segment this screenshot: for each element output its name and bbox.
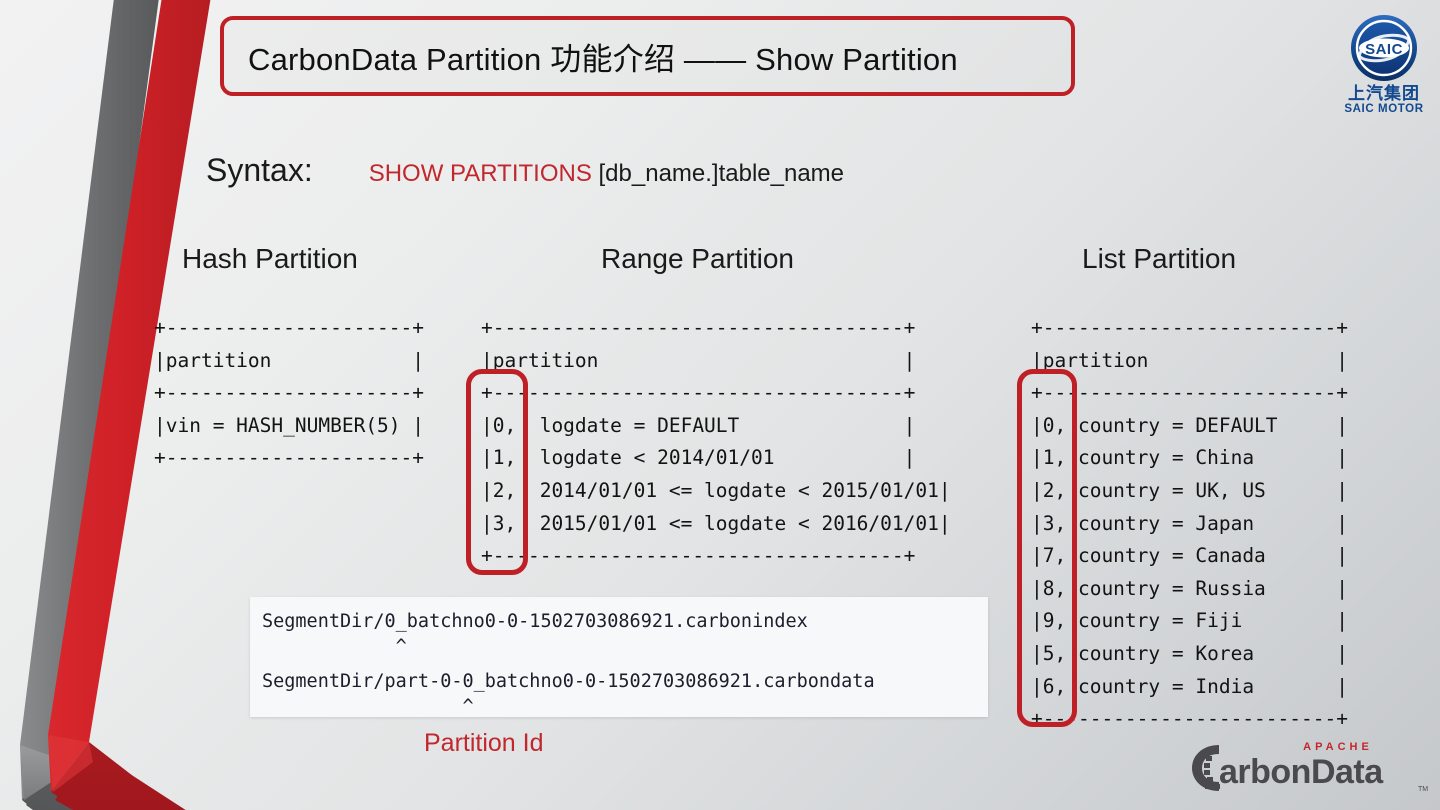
page-title: CarbonData Partition 功能介绍 —— Show Partit…	[248, 41, 958, 77]
saic-wordmark-plate	[1359, 38, 1409, 58]
saic-wordmark: SAIC	[1365, 41, 1403, 58]
chevron-red-bend	[48, 735, 93, 792]
code-line-carbonindex: SegmentDir/0_batchno0-0-1502703086921.ca…	[262, 611, 808, 632]
slide-title-box: CarbonData Partition 功能介绍 —— Show Partit…	[220, 16, 1075, 96]
chevron-red-lower	[51, 742, 177, 810]
section-heading-range: Range Partition	[601, 243, 795, 274]
chevron-red-lower2	[55, 750, 186, 810]
syntax-row: Syntax: SHOW PARTITIONS [db_name.]table_…	[206, 152, 844, 189]
highlight-box-range-partition-id	[466, 369, 528, 575]
table-range-partition: +-----------------------------------+ |p…	[481, 316, 951, 568]
carbondata-tm: TM	[1418, 786, 1428, 793]
chevron-gray-upper	[20, 0, 159, 800]
chevron-gray-lower2	[26, 762, 124, 810]
highlight-box-list-partition-id	[1017, 369, 1077, 727]
caret-marker-1: ^	[262, 636, 407, 657]
section-heading-hash: Hash Partition	[182, 243, 358, 274]
saic-chinese-name: 上汽集团	[1348, 83, 1420, 104]
carbondata-apache-text: APACHE	[1303, 741, 1373, 753]
caret-marker-2: ^	[262, 696, 474, 717]
carbondata-wordmark: arbonData	[1219, 753, 1384, 791]
code-line-carbondata: SegmentDir/part-0-0_batchno0-0-150270308…	[262, 671, 875, 692]
saic-english-name: SAIC MOTOR	[1344, 103, 1423, 115]
saic-logo: SAIC 上汽集团 SAIC MOTOR	[1344, 15, 1423, 115]
syntax-keyword: SHOW PARTITIONS	[368, 160, 592, 187]
syntax-code: SHOW PARTITIONS [db_name.]table_name	[369, 160, 844, 188]
chevron-gray-bend	[20, 745, 62, 800]
table-hash-partition: +---------------------+ |partition | +--…	[154, 316, 425, 470]
chevron-gray-lower	[22, 758, 114, 810]
code-panel	[250, 597, 988, 717]
carbondata-c-mark	[1192, 745, 1220, 791]
partition-id-annotation: Partition Id	[424, 729, 544, 757]
section-heading-list: List Partition	[1082, 243, 1237, 274]
syntax-rest: [db_name.]table_name	[591, 160, 845, 187]
carbondata-logo: APACHE arbonData TM	[1192, 741, 1428, 793]
syntax-label: Syntax:	[206, 152, 313, 188]
table-list-partition: +-------------------------+ |partition |…	[1031, 316, 1348, 731]
